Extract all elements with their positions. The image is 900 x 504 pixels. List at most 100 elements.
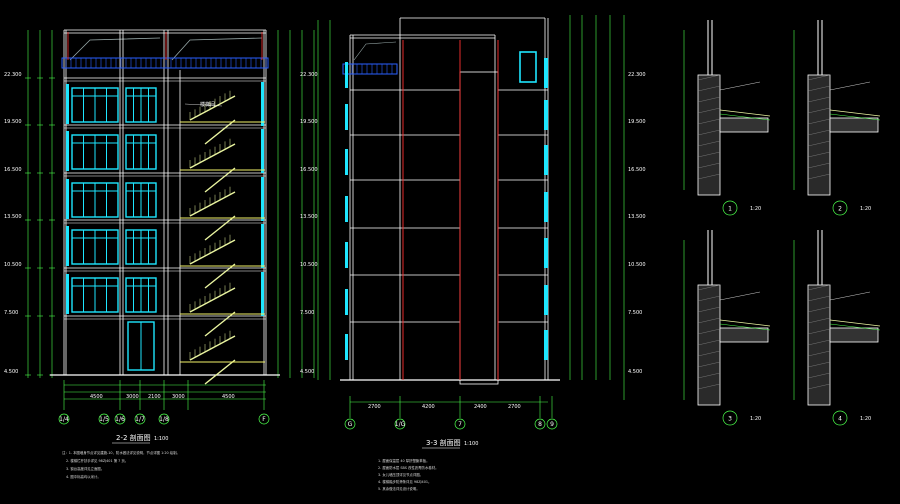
detail-hatch xyxy=(807,129,831,136)
axis-g: G xyxy=(348,421,353,428)
detail-number: 1 xyxy=(728,206,732,213)
top-window-33 xyxy=(519,51,537,83)
detail-leader xyxy=(719,81,761,91)
side-window-33 xyxy=(544,330,548,360)
axis-labels-22: 1/4 1/5 1/6 1/7 1/8 F xyxy=(59,416,266,423)
stair-flight-down xyxy=(204,311,236,337)
detail-hatch xyxy=(697,317,721,324)
detail-hatch xyxy=(697,295,721,302)
bottom-dim-labels-22: 4500 3000 2100 3000 4500 xyxy=(90,394,235,400)
detail-roof-layer xyxy=(829,319,881,327)
detail-roof-layer xyxy=(829,323,881,331)
detail-roof-layer xyxy=(719,113,771,121)
side-window-33 xyxy=(544,145,548,175)
detail-bubble xyxy=(722,200,738,216)
dim-2700-b: 2700 xyxy=(508,404,521,410)
detail-hatch xyxy=(807,350,831,357)
level-label: 7.500 xyxy=(300,310,314,316)
section-2-2-scale: 1:100 xyxy=(154,436,168,442)
detail-hatch xyxy=(807,317,831,324)
detail-roof-layer xyxy=(719,319,771,327)
detail-scale: 1:20 xyxy=(750,206,761,212)
wall-window-edge xyxy=(66,131,69,171)
detail-wall xyxy=(697,284,721,406)
detail-hatch xyxy=(807,140,831,147)
stair-flight-up xyxy=(189,335,236,361)
stair-flight-up xyxy=(189,191,236,217)
section-3-3-scale: 1:100 xyxy=(464,441,478,447)
notes-mid: 1. 屋面保温层 40 厚挤塑聚苯板。 2. 屋面防水层 SBS 改性沥青防水卷… xyxy=(378,458,439,491)
side-window-33-left xyxy=(345,334,348,360)
detail-number: 4 xyxy=(838,416,842,423)
detail-hatch xyxy=(807,173,831,180)
detail-hatch xyxy=(697,85,721,92)
detail-hatch xyxy=(807,85,831,92)
section-3-3: 2700 4200 2400 2700 G 1/G 7 8 9 3-3 剖面图 … xyxy=(317,15,625,491)
axis-1-g: 1/G xyxy=(395,421,406,428)
wall-window-edge xyxy=(66,179,69,219)
detail-hatch xyxy=(807,328,831,335)
side-window-33 xyxy=(544,192,548,222)
wall-window-edge xyxy=(261,129,264,173)
axis-labels-33: G 1/G 7 8 9 xyxy=(348,421,554,428)
detail-hatch xyxy=(807,383,831,390)
dim-3000-a: 3000 xyxy=(126,394,139,400)
detail-hatch xyxy=(697,140,721,147)
stair-label: 楼梯间 xyxy=(200,101,215,108)
detail-hatch xyxy=(807,306,831,313)
detail-hatch xyxy=(697,74,721,81)
level-label: 4.500 xyxy=(300,369,314,375)
section-2-2: 楼梯间 4500 3000 2100 3000 4500 xyxy=(25,29,315,479)
detail-hatch xyxy=(697,96,721,103)
level-label-left: 22.300 xyxy=(4,72,22,78)
dim-4500-b: 4500 xyxy=(222,394,235,400)
detail-hatch xyxy=(697,350,721,357)
detail-hatch xyxy=(807,107,831,114)
dim-4500-a: 4500 xyxy=(90,394,103,400)
dim-4200: 4200 xyxy=(422,404,435,410)
axis-1-5: 1/5 xyxy=(99,416,109,423)
wall-window-edge xyxy=(261,224,264,268)
side-window-33 xyxy=(544,100,548,130)
axis-9: 9 xyxy=(550,421,554,428)
right-dimension-chain-22 xyxy=(277,30,315,378)
detail-hatch xyxy=(697,284,721,291)
axis-8: 8 xyxy=(538,421,542,428)
detail-hatch xyxy=(697,151,721,158)
axis-1-7: 1/7 xyxy=(135,416,145,423)
note-mid-5: 5. 其余做法详见设计说明。 xyxy=(378,486,420,491)
stair-flight-down xyxy=(204,263,236,289)
detail-hatch xyxy=(807,295,831,302)
windows-33 xyxy=(345,51,548,360)
note-mid-3: 3. 女儿墙压顶详见节点详图。 xyxy=(378,472,423,477)
detail-hatch xyxy=(697,372,721,379)
note-left-1: 注：1. 本图墙身节点详见建施-10，防水做法详见说明，节点详图 1:20 绘制… xyxy=(62,450,180,455)
dim-3000-b: 3000 xyxy=(172,394,185,400)
level-label-left: 4.500 xyxy=(4,369,18,375)
notes-left: 注：1. 本图墙身节点详见建施-10，防水做法详见说明，节点详图 1:20 绘制… xyxy=(62,450,180,479)
detail-wall xyxy=(697,74,721,196)
detail-hatch xyxy=(807,118,831,125)
axis-f: F xyxy=(262,416,266,423)
detail-hatch xyxy=(807,339,831,346)
detail-slab xyxy=(829,327,879,343)
detail-hatch xyxy=(807,372,831,379)
red-columns-33 xyxy=(402,40,499,380)
stair-flight-up xyxy=(189,95,236,121)
dim-2700-a: 2700 xyxy=(368,404,381,410)
bottom-dim-labels-33: 2700 4200 2400 2700 xyxy=(368,404,521,410)
detail-hatch xyxy=(697,339,721,346)
detail-slab xyxy=(719,327,769,343)
detail-hatch xyxy=(697,328,721,335)
detail-leader xyxy=(829,81,871,91)
wall-window-edge xyxy=(261,82,264,126)
level-label-33: 4.500 xyxy=(628,369,642,375)
level-label-left: 7.500 xyxy=(4,310,18,316)
detail-hatch xyxy=(807,151,831,158)
wall-window-edge xyxy=(66,226,69,266)
axis-bubbles-33 xyxy=(344,418,558,430)
side-window-33 xyxy=(544,285,548,315)
